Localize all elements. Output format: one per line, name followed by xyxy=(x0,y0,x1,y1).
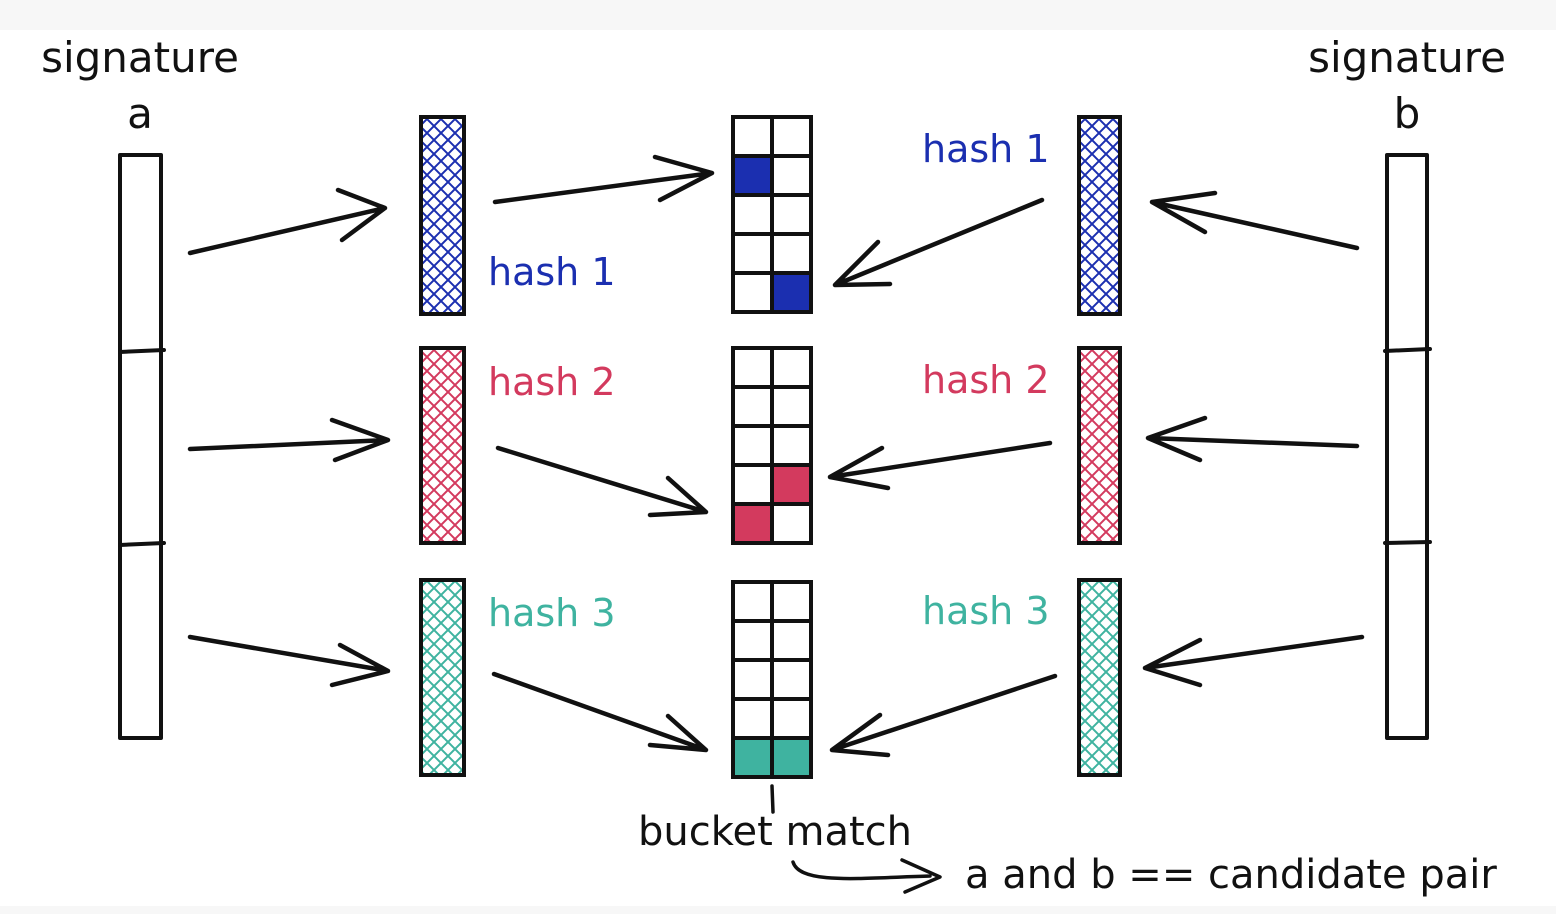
band-a-hash1 xyxy=(419,115,466,316)
bucket-cell xyxy=(770,619,813,662)
signature-b-title: signature xyxy=(1308,33,1506,82)
arrow-b-to-hash1 xyxy=(1149,190,1360,251)
top-band xyxy=(0,0,1556,30)
signature-a-bar xyxy=(118,153,166,740)
band-a-hash3 xyxy=(419,578,466,777)
signature-a-title: signature xyxy=(41,33,239,82)
arrow-band-b-hash2 xyxy=(827,440,1053,491)
arrow-a-to-hash1 xyxy=(187,187,388,256)
arrows-signature-a xyxy=(187,187,391,688)
bucket-grid-3 xyxy=(731,580,813,779)
bucket-match-label: bucket match xyxy=(638,809,912,855)
hash3-label-right: hash 3 xyxy=(922,589,1050,633)
bucket-cell xyxy=(770,697,813,740)
bucket-cell xyxy=(731,424,774,467)
arrows-bands-b xyxy=(827,197,1058,758)
bucket-cell xyxy=(731,115,774,158)
arrows-signature-b xyxy=(1142,190,1365,688)
bucket-cell xyxy=(731,619,774,662)
arrow-b-to-hash3 xyxy=(1142,634,1365,688)
band-b-hash2 xyxy=(1077,346,1122,545)
bucket-cell xyxy=(731,658,774,701)
bucket-cell-filled xyxy=(731,736,774,779)
bucket-cell xyxy=(770,502,813,545)
bucket-cell xyxy=(770,424,813,467)
bucket-cell-filled xyxy=(731,154,774,197)
bucket-grids xyxy=(731,115,813,779)
bottom-band xyxy=(0,906,1556,914)
signature-a-letter: a xyxy=(127,89,153,138)
signature-b-bar xyxy=(1383,153,1432,740)
bucket-cell xyxy=(731,385,774,428)
bucket-grid-2 xyxy=(731,346,813,545)
bucket-match-pointer xyxy=(770,784,942,894)
bucket-cell xyxy=(731,580,774,623)
bucket-cell-filled xyxy=(770,271,813,314)
hash2-label-right: hash 2 xyxy=(922,358,1050,402)
arrow-b-to-hash2 xyxy=(1145,415,1360,463)
hash1-label-right: hash 1 xyxy=(922,127,1050,171)
arrow-a-to-hash2 xyxy=(187,417,391,463)
band-a-hash2 xyxy=(419,346,466,545)
signature-b-letter: b xyxy=(1394,89,1421,138)
bucket-cell-filled xyxy=(770,736,813,779)
bucket-cell xyxy=(731,232,774,275)
hash3-label-left: hash 3 xyxy=(488,591,616,635)
band-b-hash1 xyxy=(1077,115,1122,316)
bucket-cell xyxy=(731,697,774,740)
bucket-cell xyxy=(731,346,774,389)
bucket-cell xyxy=(770,232,813,275)
bucket-cell xyxy=(770,658,813,701)
bucket-cell xyxy=(731,463,774,506)
bucket-cell xyxy=(770,154,813,197)
arrow-band-a-hash3 xyxy=(491,671,709,753)
arrows-bands-a xyxy=(491,154,715,753)
bucket-cell xyxy=(770,385,813,428)
hash1-label-left: hash 1 xyxy=(488,250,616,294)
hash2-label-left: hash 2 xyxy=(488,360,616,404)
bucket-cell-filled xyxy=(770,463,813,506)
bucket-cell xyxy=(731,271,774,314)
arrow-a-to-hash3 xyxy=(187,634,391,688)
arrow-band-b-hash1 xyxy=(832,197,1045,288)
band-b-hash3 xyxy=(1077,578,1122,777)
bucket-cell xyxy=(770,580,813,623)
bucket-cell xyxy=(770,193,813,236)
arrow-band-a-hash2 xyxy=(495,445,709,518)
bucket-cell xyxy=(731,193,774,236)
bucket-cell xyxy=(770,115,813,158)
bucket-cell-filled xyxy=(731,502,774,545)
bucket-grid-1 xyxy=(731,115,813,314)
arrow-band-b-hash3 xyxy=(829,673,1058,758)
candidate-pair-label: a and b == candidate pair xyxy=(965,852,1497,898)
bucket-cell xyxy=(770,346,813,389)
arrow-band-a-hash1 xyxy=(492,154,715,205)
